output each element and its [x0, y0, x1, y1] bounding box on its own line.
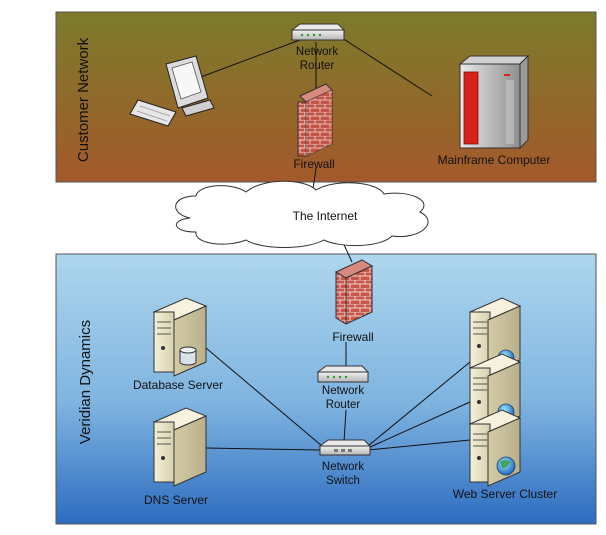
network-switch-icon	[318, 439, 372, 456]
internet-cloud-icon	[175, 180, 429, 248]
database-cylinder-icon	[179, 346, 197, 366]
network-switch-label-2: Switch	[326, 475, 360, 487]
network-router-label-2: Router	[326, 399, 361, 411]
workstation-icon	[129, 55, 215, 127]
network-router-label: Network	[322, 385, 364, 397]
customer-network-label: Customer Network	[75, 37, 92, 162]
dns-server-label: DNS Server	[144, 493, 208, 507]
internet-label: The Internet	[293, 209, 358, 223]
firewall-icon	[297, 83, 333, 157]
firewall-icon	[334, 259, 374, 325]
network-switch-label: Network	[322, 461, 364, 473]
dns-server-icon	[152, 407, 208, 487]
web-server-icon	[468, 409, 522, 487]
network-router-label: Network	[296, 46, 338, 58]
database-server-icon	[152, 297, 208, 377]
network-router-icon	[316, 365, 370, 383]
network-router-label-2: Router	[300, 60, 335, 72]
network-router-icon	[290, 23, 346, 41]
firewall-label: Firewall	[332, 330, 373, 344]
firewall-label: Firewall	[293, 157, 334, 171]
mainframe-icon	[458, 54, 530, 150]
web-server-cluster-label: Web Server Cluster	[453, 487, 557, 501]
database-server-label: Database Server	[133, 378, 223, 392]
veridian-dynamics-label: Veridian Dynamics	[77, 320, 94, 444]
mainframe-label: Mainframe Computer	[438, 153, 551, 167]
